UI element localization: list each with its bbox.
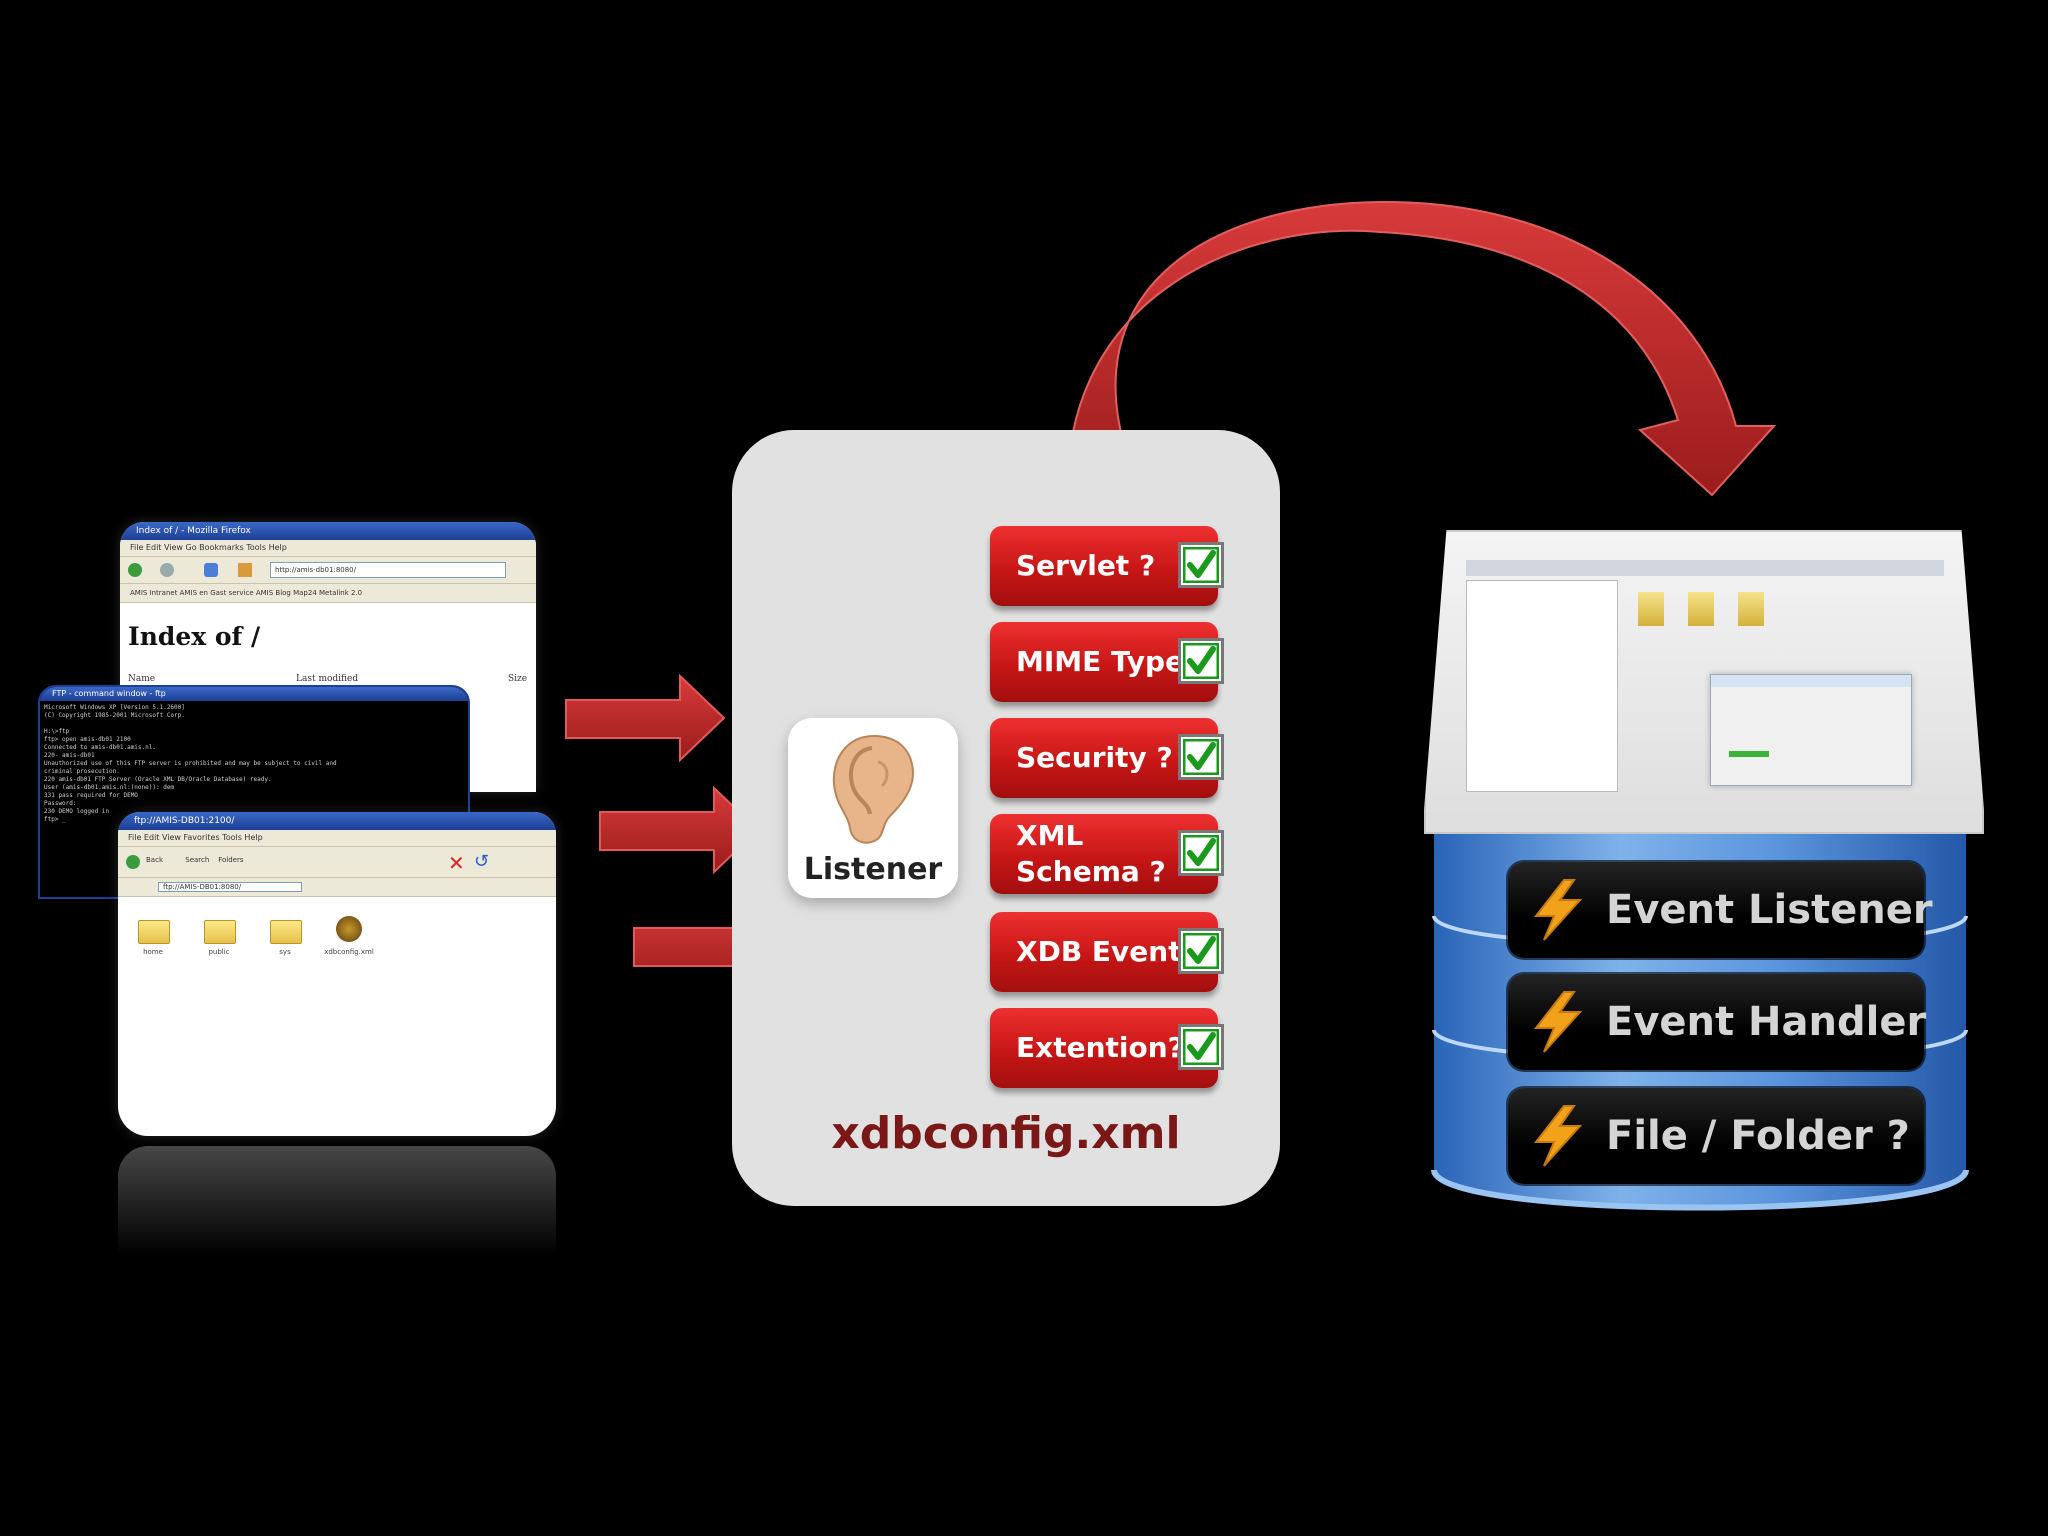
col-name: Name — [128, 674, 156, 684]
config-file-label: xdbconfig.xml — [831, 1108, 1181, 1159]
db-layer: Event Handler — [1508, 974, 1927, 1070]
col-modified: Last modified — [296, 674, 359, 684]
folder-icon — [270, 920, 302, 944]
explorer-window: ftp://AMIS-DB01:2100/ File Edit View Fav… — [118, 812, 556, 1136]
config-item: Extention? — [990, 1008, 1224, 1088]
stack-reflection — [118, 1146, 556, 1256]
back-icon — [128, 563, 142, 577]
folder-icon — [1688, 592, 1714, 626]
folder-icon — [204, 920, 236, 944]
browser-address-field: http://amis-db01:8080/ — [270, 562, 506, 578]
folder-icon — [1638, 592, 1664, 626]
checkmark-icon — [1178, 734, 1224, 780]
config-item-label: XML Schema ? — [1016, 819, 1166, 888]
file-list: home public sys xdbconfig.xml — [118, 916, 556, 980]
ear-icon — [832, 734, 914, 844]
explorer-menu: File Edit View Favorites Tools Help — [118, 830, 556, 847]
file-label: sys — [279, 948, 291, 956]
input-arrow-1 — [565, 673, 726, 763]
config-item: Security ? — [990, 718, 1224, 798]
cmd-title: FTP - command window - ftp — [40, 687, 468, 701]
lightning-icon — [1533, 879, 1583, 941]
home-icon — [238, 563, 252, 577]
db-layer-label: Event Listener — [1606, 887, 1933, 933]
db-layer-label: File / Folder ? — [1606, 1113, 1910, 1159]
undo-icon: ↺ — [474, 851, 490, 872]
folder-icon — [138, 920, 170, 944]
lightning-icon — [1533, 991, 1583, 1053]
folder-icon — [1738, 592, 1764, 626]
listener-label: Listener — [803, 852, 943, 887]
db-layer: File / Folder ? — [1508, 1088, 1924, 1184]
db-screenshot — [1424, 530, 1984, 834]
file-label: public — [208, 948, 230, 956]
browser-toolbar: http://amis-db01:8080/ — [120, 557, 536, 584]
config-item-label: Security ? — [1016, 741, 1173, 774]
explorer-toolbar-labels: Back Search Folders — [146, 856, 244, 864]
col-size: Size — [508, 674, 528, 684]
checkmark-icon — [1178, 830, 1224, 876]
config-item: MIME Type? — [990, 622, 1224, 702]
curved-arrow — [1066, 200, 1777, 501]
index-heading: Index of / — [128, 622, 261, 651]
xml-file-icon — [336, 916, 362, 942]
explorer-toolbar: Back Search Folders ✕ ↺ — [118, 847, 556, 878]
browser-title: Index of / - Mozilla Firefox — [120, 522, 536, 540]
explorer-title: ftp://AMIS-DB01:2100/ — [118, 812, 556, 830]
close-icon: ✕ — [448, 851, 465, 875]
checkmark-icon — [1178, 928, 1224, 974]
file-label: home — [143, 948, 163, 956]
reload-icon — [204, 563, 218, 577]
db-layer-label: Event Handler — [1606, 999, 1927, 1045]
checkmark-icon — [1178, 638, 1224, 684]
checkmark-icon — [1178, 1024, 1224, 1070]
back-icon — [126, 855, 140, 869]
cmd-output: Microsoft Windows XP [Version 5.1.2600] … — [44, 704, 337, 823]
config-item: XDB Event ? — [990, 912, 1224, 992]
listener-box: Listener — [788, 718, 958, 898]
config-item: XML Schema ? — [990, 814, 1224, 894]
forward-icon — [160, 563, 174, 577]
explorer-address-bar: ftp://AMIS-DB01:8080/ — [118, 878, 556, 897]
dialog-box — [1710, 674, 1912, 786]
browser-menu: File Edit View Go Bookmarks Tools Help — [120, 540, 536, 557]
checkmark-icon — [1178, 542, 1224, 588]
config-item-label: MIME Type? — [1016, 645, 1201, 678]
config-item-label: Servlet ? — [1016, 549, 1156, 582]
db-layer: Event Listener — [1508, 862, 1933, 958]
file-label: xdbconfig.xml — [324, 948, 374, 956]
lightning-icon — [1533, 1105, 1583, 1167]
config-item: Servlet ? — [990, 526, 1224, 606]
explorer-address-field: ftp://AMIS-DB01:8080/ — [158, 882, 303, 892]
config-item-label: Extention? — [1016, 1031, 1184, 1064]
browser-bookmarks: AMIS Intranet AMIS en Gast service AMIS … — [120, 584, 536, 603]
